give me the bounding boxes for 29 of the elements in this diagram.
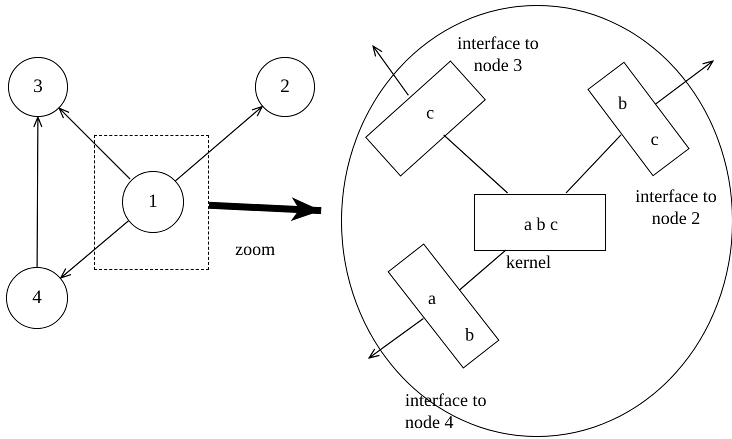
node-circle: 2 (255, 57, 315, 117)
node-circle: 1 (122, 171, 184, 233)
arrow (372, 45, 409, 96)
box-label: b (617, 93, 626, 112)
interface-box (387, 243, 499, 369)
selection-box (94, 135, 209, 270)
thick-arrow (208, 197, 322, 222)
connector-line (566, 134, 622, 194)
node-circle: 4 (6, 267, 68, 329)
arrow (655, 60, 714, 105)
magnified-node-circle (341, 5, 732, 437)
box-label: a b c (524, 214, 558, 232)
interface-box (586, 62, 690, 176)
box-label: c (650, 129, 658, 148)
kernel-box (474, 194, 606, 251)
connector-line (443, 134, 508, 194)
arrow (33, 116, 42, 267)
box-label: b (464, 325, 474, 344)
box-label: a (427, 288, 436, 306)
node-caption: kernel (506, 252, 552, 274)
arrow (58, 108, 131, 180)
node-circle: 3 (8, 57, 68, 117)
node-caption: interface to node 2 (634, 186, 718, 230)
arrow (60, 220, 129, 279)
arrow (368, 318, 424, 359)
node-caption: interface to node 3 (456, 33, 540, 76)
arrow (175, 106, 263, 182)
connector-line (459, 250, 506, 290)
box-label: c (424, 102, 433, 121)
